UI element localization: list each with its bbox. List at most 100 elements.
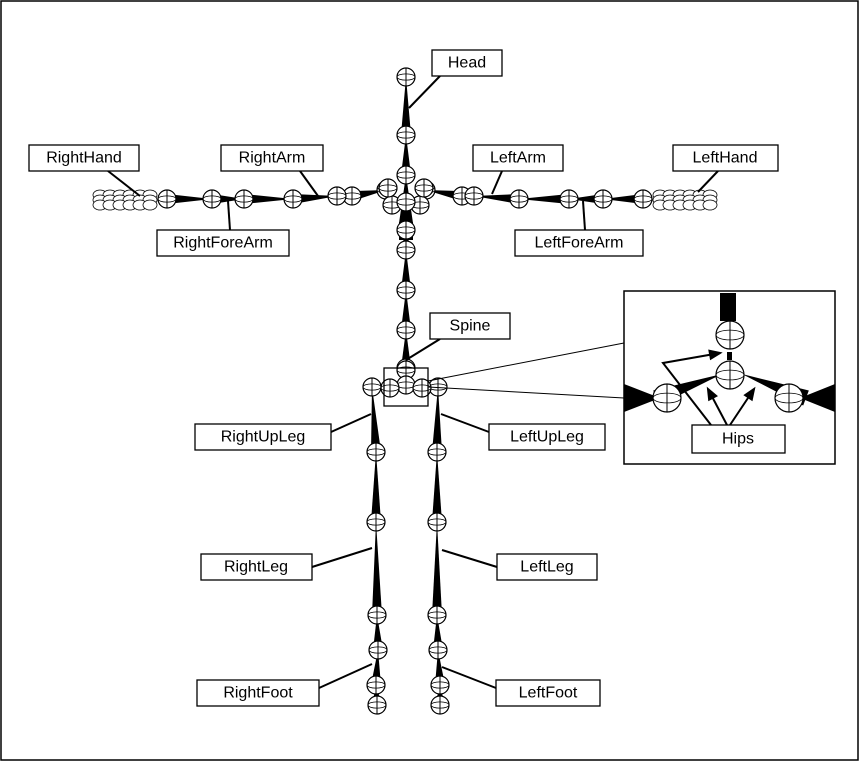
- label-right-hand: RightHand: [28, 144, 140, 172]
- svg-text:LeftHand: LeftHand: [693, 150, 758, 167]
- joint: [396, 220, 416, 240]
- joint: [652, 383, 682, 413]
- label-left-leg: LeftLeg: [496, 553, 598, 581]
- joint: [234, 189, 254, 209]
- label-left-up-leg: LeftUpLeg: [488, 423, 606, 451]
- label-left-foot: LeftFoot: [495, 679, 601, 707]
- joint: [396, 67, 416, 87]
- joint: [366, 512, 386, 532]
- bone: [244, 194, 293, 204]
- svg-text:LeftFoot: LeftFoot: [519, 685, 578, 702]
- joint: [414, 178, 434, 198]
- label-head: Head: [431, 49, 503, 77]
- joint: [396, 320, 416, 340]
- joint: [327, 186, 347, 206]
- svg-text:Spine: Spine: [450, 318, 491, 335]
- joint: [464, 186, 484, 206]
- zoom-connector-bottom: [427, 386, 625, 399]
- svg-text:LeftForeArm: LeftForeArm: [535, 235, 624, 252]
- joint: [559, 189, 579, 209]
- label-right-arm: RightArm: [220, 144, 324, 172]
- label-right-leg: RightLeg: [200, 553, 313, 581]
- svg-text:RightLeg: RightLeg: [224, 559, 288, 576]
- bone: [371, 387, 381, 453]
- hand-cluster: [92, 189, 158, 211]
- hips-inset-content: [624, 293, 835, 413]
- joint: [427, 512, 447, 532]
- svg-text:LeftLeg: LeftLeg: [520, 559, 573, 576]
- label-spine: Spine: [429, 312, 511, 340]
- joint: [412, 378, 432, 398]
- joint: [367, 605, 387, 625]
- joint: [428, 640, 448, 660]
- bone: [432, 522, 442, 615]
- joint: [715, 320, 745, 350]
- joint: [157, 189, 177, 209]
- label-left-arm: LeftArm: [472, 144, 564, 172]
- joint: [427, 442, 447, 462]
- joint: [430, 695, 450, 715]
- joint: [396, 240, 416, 260]
- joint: [430, 675, 450, 695]
- joint: [396, 280, 416, 300]
- joint: [362, 377, 382, 397]
- bone: [474, 194, 520, 204]
- svg-text:Hips: Hips: [722, 431, 754, 448]
- zoom-connector-top: [427, 342, 625, 382]
- label-right-fore-arm: RightForeArm: [156, 229, 290, 257]
- label-right-up-leg: RightUpLeg: [194, 423, 332, 451]
- label-right-foot: RightFoot: [196, 679, 320, 707]
- svg-text:RightFoot: RightFoot: [223, 685, 293, 702]
- joint: [396, 125, 416, 145]
- bone: [401, 250, 411, 290]
- joint: [427, 605, 447, 625]
- svg-text:RightUpLeg: RightUpLeg: [221, 429, 306, 446]
- bone: [432, 452, 442, 522]
- label-hips: Hips: [691, 424, 786, 454]
- joint: [202, 189, 222, 209]
- joint: [593, 189, 613, 209]
- joint: [378, 178, 398, 198]
- svg-text:RightArm: RightArm: [239, 150, 306, 167]
- bone: [167, 194, 212, 204]
- arrowhead-icon: [706, 386, 718, 402]
- bone: [372, 522, 382, 616]
- label-left-fore-arm: LeftForeArm: [514, 229, 644, 257]
- arrowhead-icon: [743, 386, 756, 402]
- joint: [366, 675, 386, 695]
- svg-text:RightForeArm: RightForeArm: [173, 235, 273, 252]
- skeleton-joints: [92, 67, 718, 715]
- bone: [800, 384, 835, 412]
- joint: [396, 192, 416, 212]
- bone: [292, 194, 337, 204]
- bone: [401, 77, 411, 135]
- arrowhead-icon: [708, 349, 723, 361]
- svg-text:Head: Head: [448, 55, 486, 72]
- svg-text:LeftUpLeg: LeftUpLeg: [510, 429, 584, 446]
- joint: [633, 189, 653, 209]
- svg-text:RightHand: RightHand: [46, 150, 122, 167]
- hand-cluster: [652, 189, 718, 211]
- bone: [519, 194, 569, 204]
- bone: [603, 194, 643, 204]
- leader-lines: [107, 75, 719, 689]
- bone: [401, 135, 411, 175]
- bone: [624, 384, 660, 412]
- joint: [774, 383, 804, 413]
- hips-arrows: [661, 349, 756, 426]
- bone: [432, 387, 442, 453]
- joint: [283, 189, 303, 209]
- joint: [396, 360, 416, 380]
- bone: [371, 452, 381, 522]
- joint: [368, 640, 388, 660]
- joint: [380, 378, 400, 398]
- joint: [396, 165, 416, 185]
- joint: [715, 360, 745, 390]
- joint: [396, 375, 416, 395]
- joint: [367, 695, 387, 715]
- joint: [366, 442, 386, 462]
- joint: [509, 189, 529, 209]
- joint: [410, 195, 430, 215]
- bone: [401, 290, 411, 330]
